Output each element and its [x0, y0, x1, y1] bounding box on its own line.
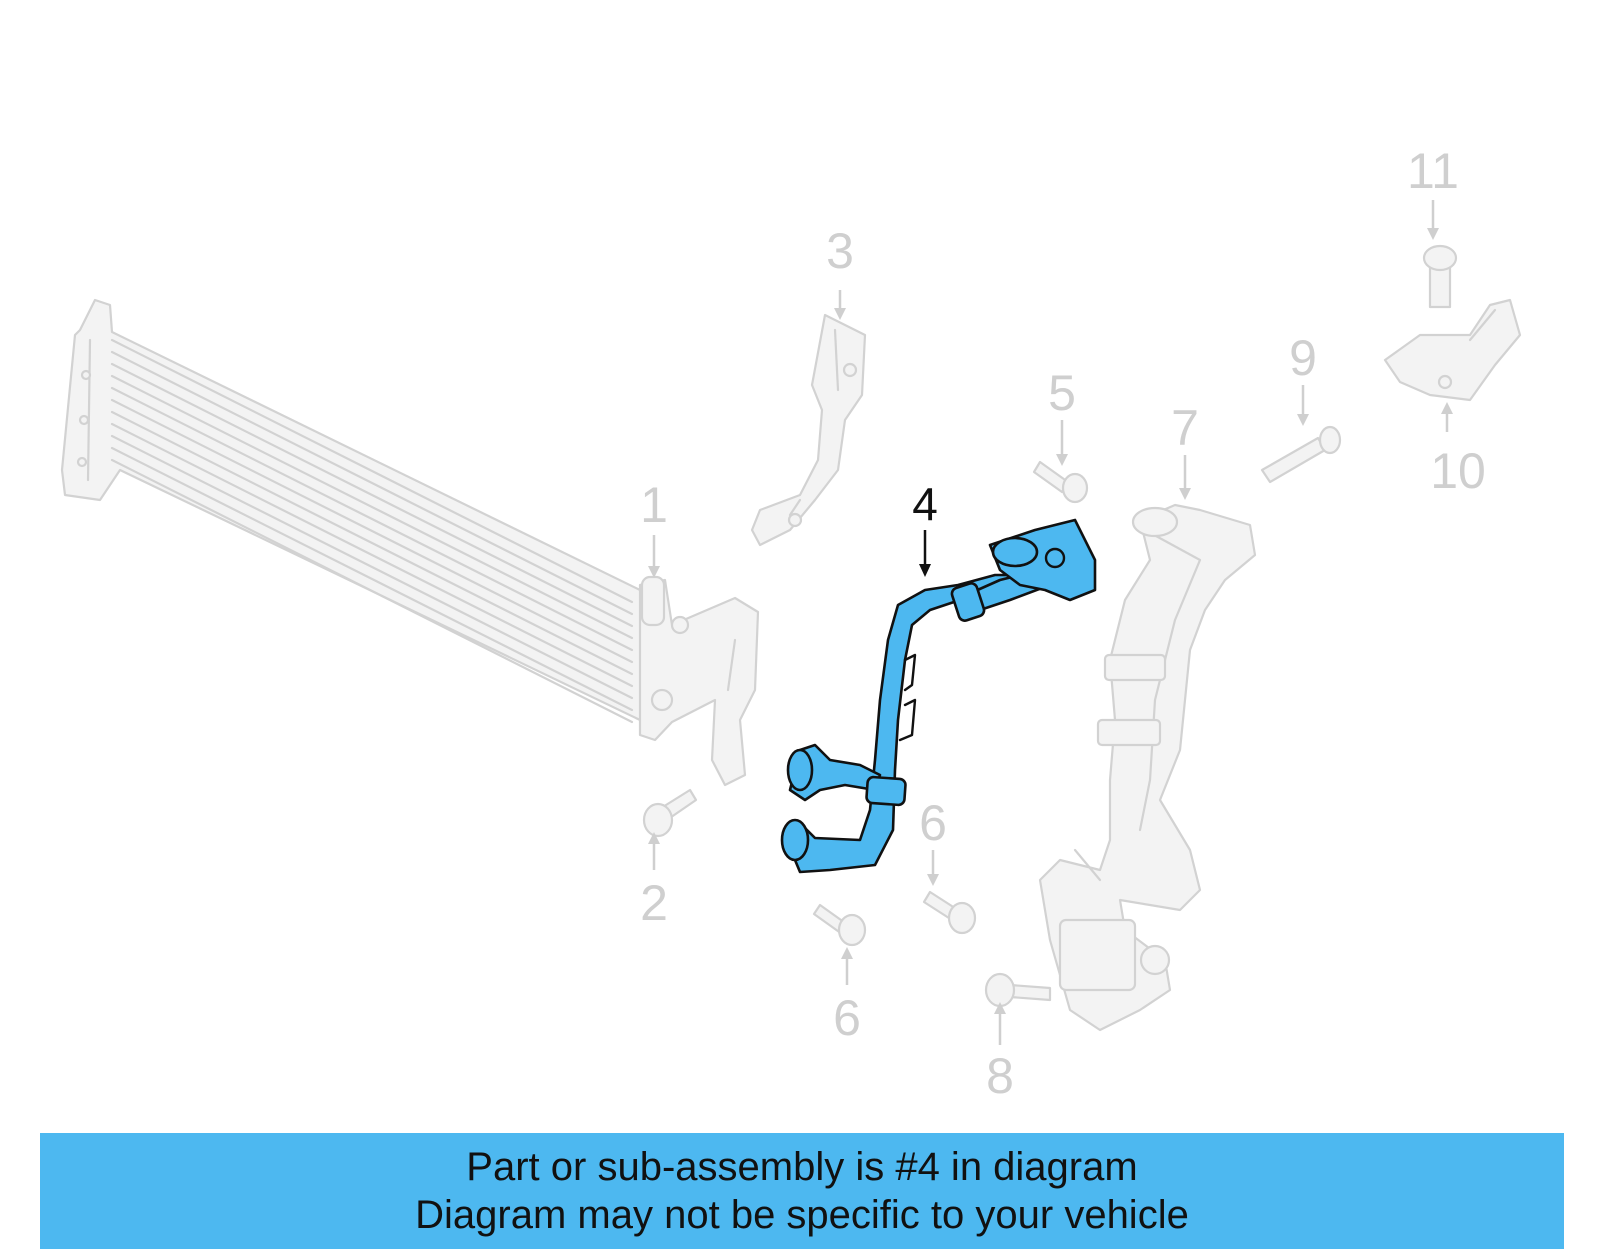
callout-1: 1: [640, 477, 668, 533]
part-6-bolt-b: [922, 890, 977, 935]
part-1-oil-cooler: [60, 298, 760, 787]
callout-5: 5: [1048, 365, 1076, 421]
callout-10: 10: [1430, 443, 1486, 499]
callout-3: 3: [826, 223, 854, 279]
part-10-bracket: [1383, 298, 1522, 402]
callout-6-lower: 6: [833, 990, 861, 1046]
callout-9: 9: [1289, 330, 1317, 386]
part-6-bolt-a: [812, 903, 867, 947]
part-3-bracket: [750, 313, 867, 547]
part-9-bolt: [1260, 425, 1342, 484]
callout-4: 4: [912, 478, 938, 530]
part-4-cooler-lines: [780, 518, 1097, 874]
callout-7: 7: [1171, 400, 1199, 456]
callout-2: 2: [640, 875, 668, 931]
banner-line-disclaimer: Diagram may not be specific to your vehi…: [415, 1193, 1189, 1237]
part-2-bolt: [642, 788, 698, 838]
banner-line-part: Part or sub-assembly is #4 in diagram: [466, 1145, 1138, 1189]
part-7-hose-assembly: [1038, 503, 1257, 1032]
part-5-bolt: [1032, 460, 1089, 504]
callout-arrows: [648, 200, 1453, 1045]
part-8-bolt: [984, 972, 1052, 1008]
info-banner: Part or sub-assembly is #4 in diagram Di…: [40, 1133, 1564, 1249]
callout-6-upper: 6: [919, 795, 947, 851]
callout-8: 8: [986, 1048, 1014, 1104]
callout-11: 11: [1407, 143, 1459, 199]
part-11-bolt: [1422, 244, 1458, 309]
